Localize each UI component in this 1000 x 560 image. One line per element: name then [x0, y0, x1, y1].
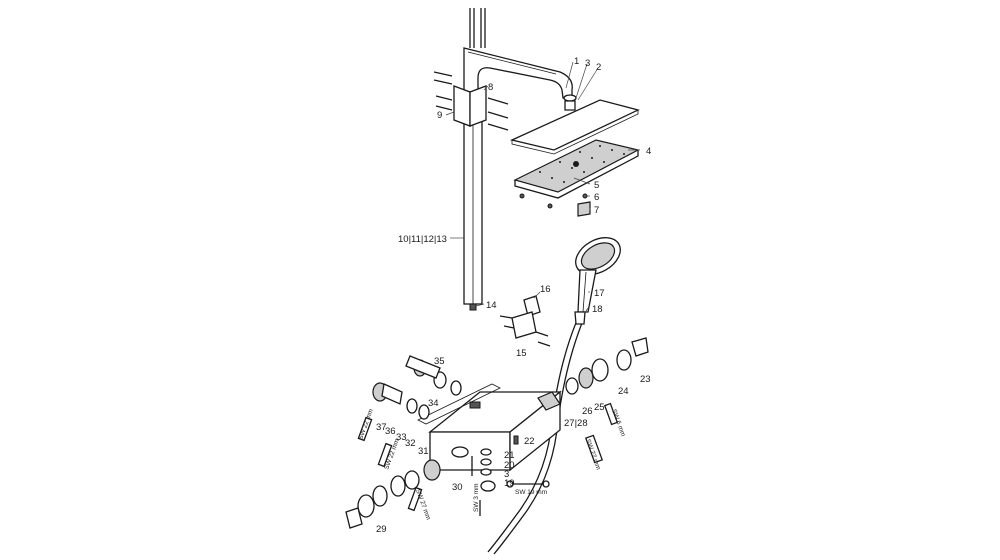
- hand-shower: [575, 237, 621, 313]
- callout-27-28: 27|28: [564, 418, 588, 429]
- left-fittings: [345, 355, 462, 529]
- callout-35: 35: [434, 356, 445, 367]
- callout-37: 37: [376, 422, 387, 433]
- callout-36: 36: [385, 426, 396, 437]
- shower-hose: [487, 311, 586, 555]
- center-small-parts: [471, 435, 550, 516]
- callout-3-bottom: 3: [504, 469, 509, 480]
- thermostat-body: [417, 383, 562, 472]
- callout-26: 26: [582, 406, 593, 417]
- riser-pipe: [463, 107, 483, 311]
- right-fittings: [537, 337, 649, 464]
- callout-20: 20: [504, 460, 515, 471]
- callout-31: 31: [418, 446, 429, 457]
- callout-6: 6: [594, 192, 599, 203]
- overhead-shower-parts: [510, 94, 640, 217]
- callout-4: 4: [646, 146, 651, 157]
- callout-10-13: 10|11|12|13: [398, 234, 447, 245]
- callout-29: 29: [376, 524, 387, 535]
- callout-1: 1: [574, 56, 579, 67]
- callout-24: 24: [618, 386, 629, 397]
- callout-numbers: 1 3 2 4 5 6 7 8 9 10|11|12|13 14 15 16 1…: [376, 56, 651, 535]
- callout-19: 19: [504, 478, 515, 489]
- callout-34: 34: [428, 398, 439, 409]
- callout-18: 18: [592, 304, 603, 315]
- callout-15: 15: [516, 348, 527, 359]
- threaded-rods: [469, 8, 486, 48]
- callout-9: 9: [437, 110, 442, 121]
- callout-30: 30: [452, 482, 463, 493]
- wall-bracket: [433, 71, 509, 131]
- tool-sw19: SW 19 mm: [515, 489, 547, 496]
- callout-23: 23: [640, 374, 651, 385]
- callout-3-top: 3: [585, 58, 590, 69]
- callout-32: 32: [405, 438, 416, 449]
- callout-5: 5: [594, 180, 599, 191]
- tool-sw3: SW 3 mm: [473, 483, 480, 512]
- callout-8: 8: [488, 82, 493, 93]
- callout-2: 2: [596, 62, 601, 73]
- callout-25: 25: [594, 402, 605, 413]
- callout-22: 22: [524, 436, 535, 447]
- callout-33: 33: [396, 432, 407, 443]
- callout-7: 7: [594, 205, 599, 216]
- leader-lines: [445, 61, 640, 315]
- callout-14: 14: [486, 300, 497, 311]
- callout-21: 21: [504, 450, 515, 461]
- callout-17: 17: [594, 288, 605, 299]
- shower-holder: [499, 295, 551, 347]
- callout-16: 16: [540, 284, 551, 295]
